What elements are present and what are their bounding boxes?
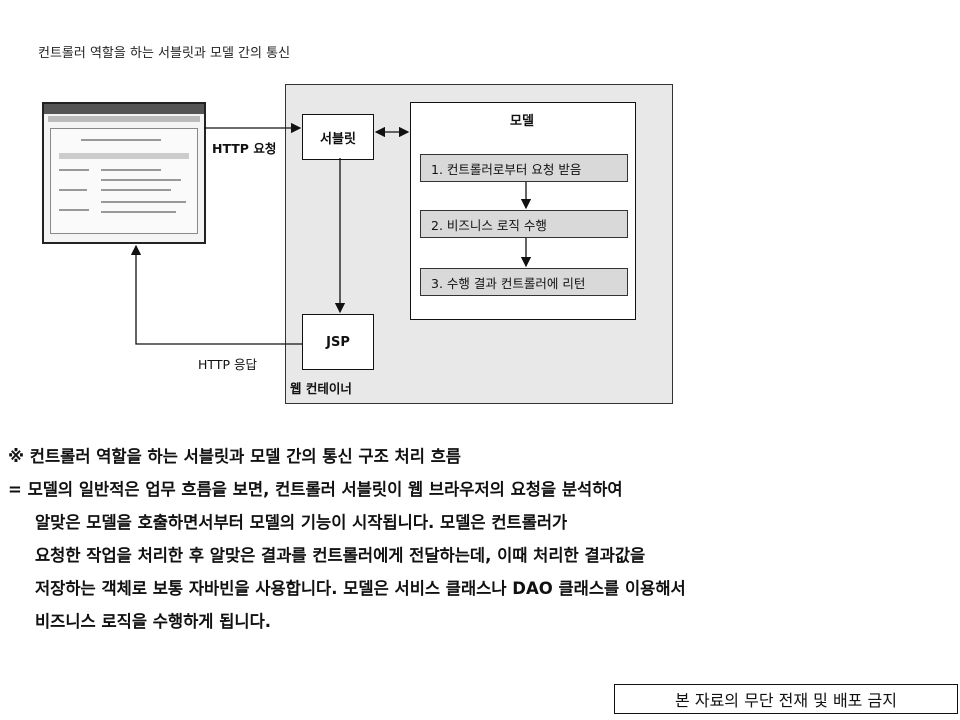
- web-browser-illustration: [42, 102, 206, 244]
- page-line: [59, 153, 189, 159]
- browser-title-bar: [44, 104, 204, 114]
- jsp-node: JSP: [302, 314, 374, 370]
- copyright-notice: 본 자료의 무단 전재 및 배포 금지: [614, 684, 958, 714]
- explanation-text: ※ 컨트롤러 역할을 하는 서블릿과 모델 간의 통신 구조 처리 흐름 = 모…: [8, 440, 952, 638]
- explanation-line-2: 알맞은 모델을 호출하면서부터 모델의 기능이 시작됩니다. 모델은 컨트롤러가: [35, 513, 568, 532]
- explanation-heading: ※ 컨트롤러 역할을 하는 서블릿과 모델 간의 통신 구조 처리 흐름: [8, 447, 461, 466]
- response-arrow: [130, 244, 302, 345]
- page-line: [101, 179, 181, 181]
- model-step-3: 3. 수행 결과 컨트롤러에 리턴: [420, 268, 628, 296]
- page-line: [81, 139, 161, 141]
- page-line: [59, 189, 87, 191]
- explanation-line-5: 비즈니스 로직을 수행하게 됩니다.: [35, 612, 272, 631]
- page-line: [59, 209, 89, 211]
- model-step-2: 2. 비즈니스 로직 수행: [420, 210, 628, 238]
- explanation-line-4: 저장하는 객체로 보통 자바빈을 사용합니다. 모델은 서비스 클래스나 DAO…: [35, 579, 686, 598]
- page-line: [101, 211, 176, 213]
- page-line: [101, 169, 161, 171]
- http-request-label: HTTP 요청: [212, 141, 277, 156]
- page-line: [59, 169, 89, 171]
- servlet-node: 서블릿: [302, 114, 374, 160]
- explanation-line-1: = 모델의 일반적은 업무 흐름을 보면, 컨트롤러 서블릿이 웹 브라우저의 …: [8, 480, 623, 499]
- web-container-label: 웹 컨테이너: [290, 381, 352, 396]
- http-response-label: HTTP 응답: [198, 357, 257, 372]
- diagram-caption: 컨트롤러 역할을 하는 서블릿과 모델 간의 통신: [38, 46, 291, 61]
- page-line: [101, 201, 186, 203]
- model-title: 모델: [510, 114, 534, 129]
- browser-page: [50, 128, 198, 234]
- browser-toolbar: [48, 116, 200, 122]
- page-line: [101, 189, 171, 191]
- explanation-line-3: 요청한 작업을 처리한 후 알맞은 결과를 컨트롤러에게 전달하는데, 이때 처…: [35, 546, 646, 565]
- model-step-1: 1. 컨트롤러로부터 요청 받음: [420, 154, 628, 182]
